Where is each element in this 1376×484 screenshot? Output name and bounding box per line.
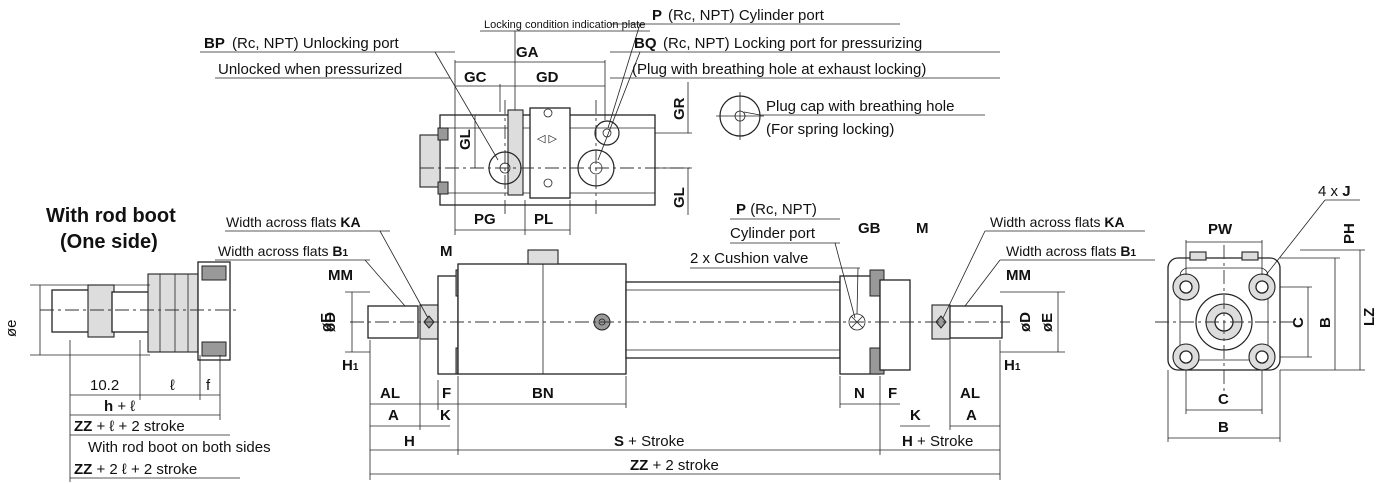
- dim-gd: GD: [536, 69, 559, 86]
- dim-h-left: H: [404, 433, 415, 450]
- bp-note: (Rc, NPT) Unlocking port: [232, 35, 400, 52]
- waf-ka-left: Width across flats KA: [226, 214, 361, 230]
- dim-al-right: AL: [960, 385, 980, 402]
- dim-gr: GR: [671, 97, 688, 120]
- dim-gb: GB: [858, 220, 881, 237]
- plug-breath-note: (Plug with breathing hole at exhaust loc…: [632, 61, 926, 78]
- dim-ga: GA: [516, 44, 539, 61]
- dim-l: ℓ: [170, 377, 175, 394]
- plug-cap-note: Plug cap with breathing hole: [766, 98, 954, 115]
- svg-text:◁ ▷: ◁ ▷: [537, 133, 558, 145]
- dim-zz-2l: ZZ + 2 ℓ + 2 stroke: [74, 461, 197, 478]
- p-side-note: P (Rc, NPT): [736, 201, 817, 218]
- dim-ph: PH: [1341, 223, 1358, 244]
- waf-ka-right: Width across flats KA: [990, 214, 1125, 230]
- dim-a-right: A: [966, 407, 977, 424]
- rod-boot-title: With rod boot: [46, 205, 176, 227]
- dim-j: 4 x J: [1318, 183, 1351, 200]
- dim-a-left: A: [388, 407, 399, 424]
- dim-d-right: øD: [1017, 312, 1034, 332]
- unlocked-note: Unlocked when pressurized: [218, 61, 402, 78]
- dim-h1-right: H1: [1004, 357, 1021, 374]
- dim-k-left: K: [440, 407, 451, 424]
- dim-b-horiz: B: [1218, 419, 1229, 436]
- dim-gl-left: GL: [457, 129, 474, 150]
- spring-lock-note: (For spring locking): [766, 121, 894, 138]
- cyl-port-note: Cylinder port: [730, 225, 816, 242]
- waf-b1-right: Width across flats B1: [1006, 243, 1137, 259]
- dim-f: f: [206, 377, 211, 394]
- dim-mm-left: MM: [328, 267, 353, 284]
- dim-f-right: F: [888, 385, 897, 402]
- cylinder-side-view: [215, 218, 1155, 480]
- dim-k-right: K: [910, 407, 921, 424]
- p-top-note: (Rc, NPT) Cylinder port: [668, 7, 825, 24]
- dim-s: S + Stroke: [614, 433, 684, 450]
- dim-mm-right: MM: [1006, 267, 1031, 284]
- dim-zz-l: ZZ + ℓ + 2 stroke: [74, 418, 185, 435]
- cylinder-end-view: [1155, 199, 1365, 442]
- dim-c-horiz: C: [1218, 391, 1229, 408]
- dim-c-vert: C: [1290, 317, 1307, 328]
- cushion-note: 2 x Cushion valve: [690, 250, 808, 267]
- dim-h-small: h + ℓ: [104, 398, 135, 415]
- dim-b-vert: B: [1317, 317, 1334, 328]
- dim-pw: PW: [1208, 221, 1233, 238]
- dim-d-left: øD: [322, 312, 339, 332]
- both-sides-note: With rod boot on both sides: [88, 439, 271, 456]
- dim-10-2: 10.2: [90, 377, 119, 394]
- waf-b1-left: Width across flats B1: [218, 243, 349, 259]
- dim-gl-right: GL: [671, 187, 688, 208]
- dim-f-left: F: [442, 385, 451, 402]
- dim-h1-left: H1: [342, 357, 359, 374]
- dim-n: N: [854, 385, 865, 402]
- dim-pg: PG: [474, 211, 496, 228]
- dim-e-small: øe: [3, 319, 20, 337]
- bq-code: BQ: [634, 35, 657, 52]
- dim-zz: ZZ + 2 stroke: [630, 457, 719, 474]
- dim-pl: PL: [534, 211, 553, 228]
- plate-note: Locking condition indication plate: [484, 19, 645, 31]
- dim-lz: LZ: [1361, 308, 1376, 326]
- bp-code: BP: [204, 35, 225, 52]
- lock-unit-detail: ◁ ▷: [200, 23, 1000, 235]
- dim-m-left: M: [440, 243, 453, 260]
- dim-bn: BN: [532, 385, 554, 402]
- dim-al-left: AL: [380, 385, 400, 402]
- bq-note: (Rc, NPT) Locking port for pressurizing: [663, 35, 922, 52]
- dim-e-left: øE: [318, 313, 335, 332]
- dim-m-right: M: [916, 220, 929, 237]
- dim-h-right: H + Stroke: [902, 433, 973, 450]
- dim-gc: GC: [464, 69, 487, 86]
- p-top-code: P: [652, 7, 662, 24]
- rod-boot-subtitle: (One side): [60, 231, 158, 253]
- dim-e-right: øE: [1039, 313, 1056, 332]
- rod-boot-view: [30, 261, 240, 482]
